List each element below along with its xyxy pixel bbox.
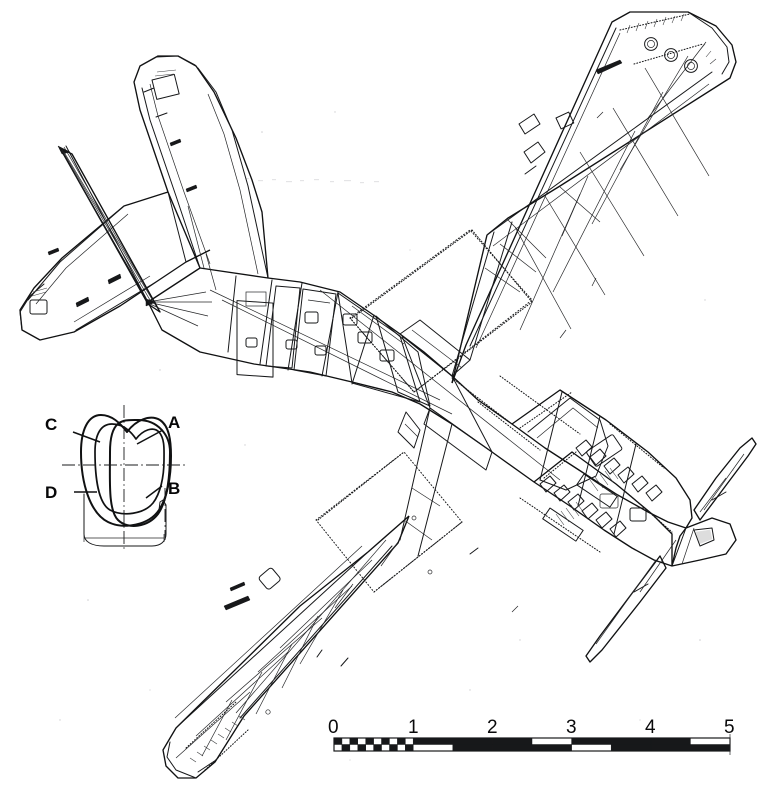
wing-lower-left xyxy=(162,515,410,779)
rear-fuselage-panels xyxy=(236,285,337,378)
scale-units xyxy=(412,737,731,752)
scale-tick-2: 2 xyxy=(487,717,498,738)
wing-access-panel xyxy=(555,111,575,130)
rudder-trim-tab xyxy=(151,73,180,100)
flap-hinge-marker xyxy=(223,595,251,611)
scale-tick-0: 0 xyxy=(328,717,339,738)
wing-panel-small xyxy=(518,113,541,135)
scale-tick-4: 4 xyxy=(645,717,656,738)
fuselage xyxy=(145,221,687,593)
xsec-label-A: A xyxy=(168,413,180,432)
scale-bar: 0 1 2 3 4 5 xyxy=(328,717,735,755)
exhaust-stacks-upper xyxy=(575,439,663,508)
dotted-bay-upper xyxy=(349,229,533,393)
scale-tick-3: 3 xyxy=(566,717,577,738)
leader-A xyxy=(136,429,164,445)
misc-detail-marks xyxy=(411,277,597,613)
stab-tip-panel xyxy=(29,299,48,315)
scale-tick-1: 1 xyxy=(408,717,419,738)
spinner-and-propeller xyxy=(585,437,757,663)
intake-panel xyxy=(586,434,623,467)
wing-hatch xyxy=(258,567,281,590)
fuselage-cross-section-detail: C A D B xyxy=(45,405,186,550)
wing-upper-right xyxy=(451,11,737,384)
tail-surfaces xyxy=(19,55,269,341)
exhaust-stacks-lower xyxy=(539,475,627,542)
scale-tick-5: 5 xyxy=(724,717,735,738)
engine-cowling xyxy=(511,389,693,566)
scan-speckle xyxy=(59,111,734,761)
aileron-hinge-marker xyxy=(595,59,623,75)
xsec-label-C: C xyxy=(45,415,57,434)
xsec-label-B: B xyxy=(168,479,180,498)
xsec-label-D: D xyxy=(45,483,57,502)
leader-B xyxy=(145,485,163,499)
leader-C xyxy=(72,431,101,443)
aircraft-plan-view xyxy=(19,11,757,779)
